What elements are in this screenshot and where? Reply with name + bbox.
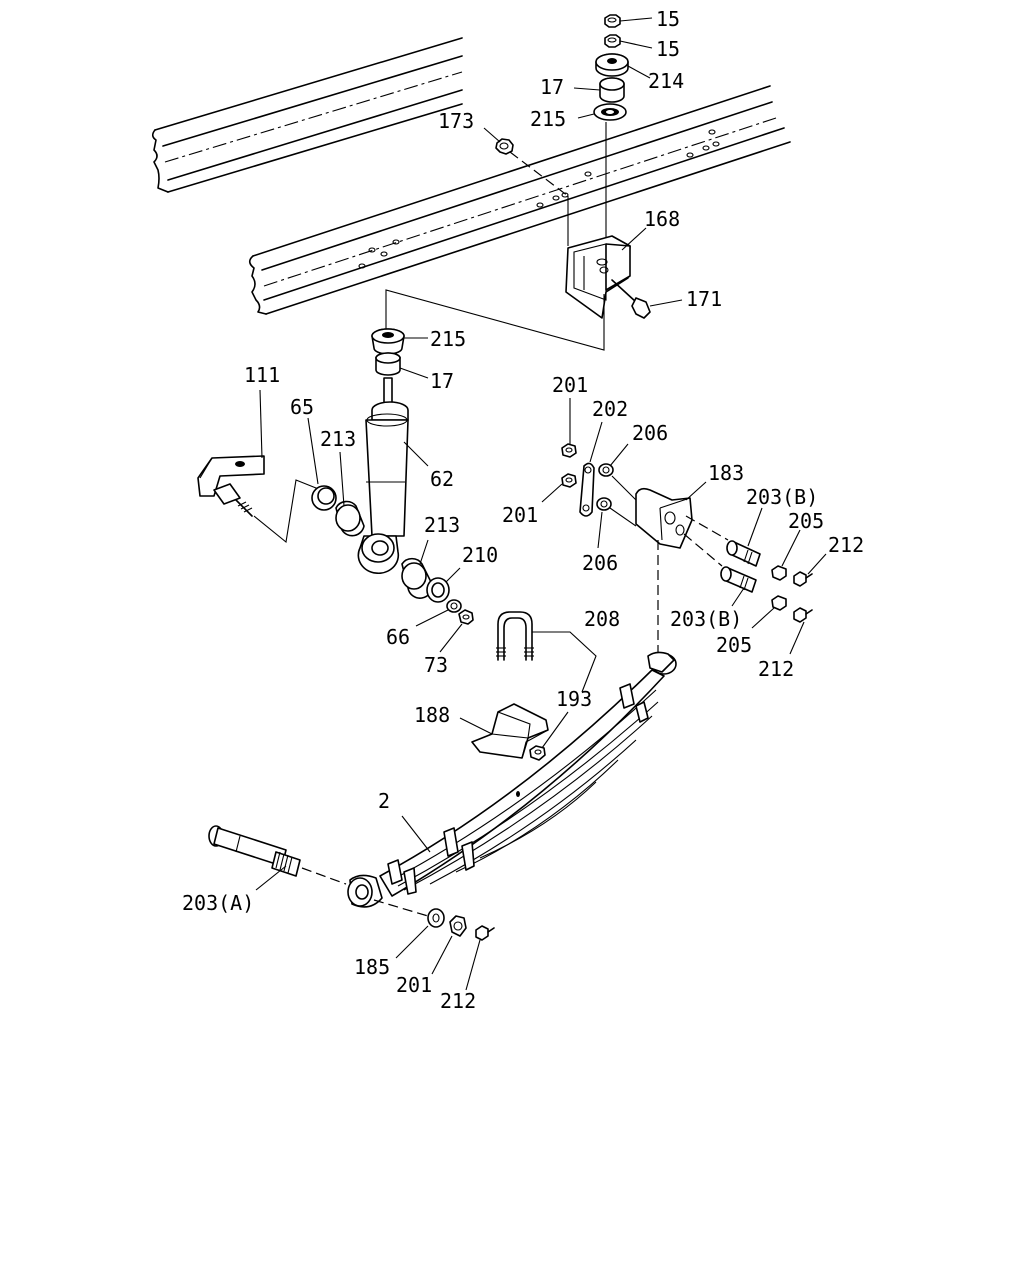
callout-215-shock: 215 <box>430 327 466 351</box>
callout-215-top: 215 <box>530 107 566 131</box>
fitting-212-upper <box>793 571 813 587</box>
bushing-213-upper <box>335 500 365 537</box>
bolt-171 <box>611 279 651 319</box>
callout-206-upper: 206 <box>632 421 668 445</box>
callout-17-shock: 17 <box>430 369 454 393</box>
callout-213-upper: 213 <box>320 427 356 451</box>
nut-73 <box>458 609 474 625</box>
callout-203b-lower: 203(B) <box>670 607 742 631</box>
pin-203b-upper <box>726 540 761 567</box>
callout-183: 183 <box>708 461 744 485</box>
shock-absorber-62 <box>357 377 409 575</box>
callout-202: 202 <box>592 397 628 421</box>
frame-rail-upper <box>151 37 463 193</box>
nut-173 <box>495 138 514 155</box>
bracket-168 <box>565 235 631 319</box>
callout-171: 171 <box>686 287 722 311</box>
callout-212-upper: 212 <box>828 533 864 557</box>
frame-rail-lower <box>248 85 791 315</box>
callout-185: 185 <box>354 955 390 979</box>
callout-201-mid: 201 <box>502 503 538 527</box>
callout-214: 214 <box>648 69 684 93</box>
callout-193: 193 <box>556 687 592 711</box>
washer-66 <box>446 599 462 613</box>
callout-208: 208 <box>584 607 620 631</box>
callout-206-lower: 206 <box>582 551 618 575</box>
nut-201-upper <box>561 443 577 458</box>
callout-188: 188 <box>414 703 450 727</box>
nut-15-lower <box>604 34 621 48</box>
callout-62: 62 <box>430 467 454 491</box>
fitting-212-lower-eye <box>475 925 495 941</box>
pin-203a <box>208 825 301 877</box>
nut-193 <box>529 745 546 761</box>
callout-168: 168 <box>644 207 680 231</box>
callout-212-eye: 212 <box>440 989 476 1013</box>
u-bolt-208 <box>496 611 534 661</box>
callout-73: 73 <box>424 653 448 677</box>
callout-2: 2 <box>378 789 390 813</box>
callout-205-upper: 205 <box>788 509 824 533</box>
bracket-111 <box>197 455 265 517</box>
nut-205-upper <box>771 565 787 581</box>
callout-213-lower: 213 <box>424 513 460 537</box>
nut-205-lower <box>771 595 787 611</box>
nut-201-lower <box>449 915 467 937</box>
washer-185 <box>427 908 445 928</box>
callout-labels: 15 15 214 17 215 173 168 171 215 17 111 … <box>182 7 864 1013</box>
bushing-17-shock <box>375 352 401 376</box>
fitting-212-lower <box>793 607 813 623</box>
callout-111: 111 <box>244 363 280 387</box>
washer-206-upper <box>598 463 614 477</box>
callout-201-lower: 201 <box>396 973 432 997</box>
spring-seat-188 <box>471 703 549 759</box>
washer-206-lower <box>596 497 612 511</box>
callout-15-top: 15 <box>656 7 680 31</box>
nut-15-top <box>604 14 621 28</box>
washer-210 <box>426 577 450 603</box>
callout-203b-upper: 203(B) <box>746 485 818 509</box>
callout-66: 66 <box>386 625 410 649</box>
washer-215-top <box>593 103 627 121</box>
callout-205-lower: 205 <box>716 633 752 657</box>
shackle-plate-202 <box>579 462 595 517</box>
nut-201-mid <box>561 473 577 488</box>
callout-203a: 203(A) <box>182 891 254 915</box>
callout-210: 210 <box>462 543 498 567</box>
bushing-17-top <box>599 77 625 103</box>
washer-215-shock <box>371 328 405 355</box>
callout-173: 173 <box>438 109 474 133</box>
callout-65: 65 <box>290 395 314 419</box>
callout-201-upper: 201 <box>552 373 588 397</box>
washer-214 <box>595 53 629 77</box>
callout-212-lower: 212 <box>758 657 794 681</box>
callout-17-top: 17 <box>540 75 564 99</box>
callout-15-lower: 15 <box>656 37 680 61</box>
pin-203b-lower <box>720 566 757 593</box>
leaf-spring-2 <box>347 651 677 908</box>
leader-lines <box>255 17 827 991</box>
bushing-65 <box>311 485 337 511</box>
shackle-bracket-183 <box>635 487 729 567</box>
